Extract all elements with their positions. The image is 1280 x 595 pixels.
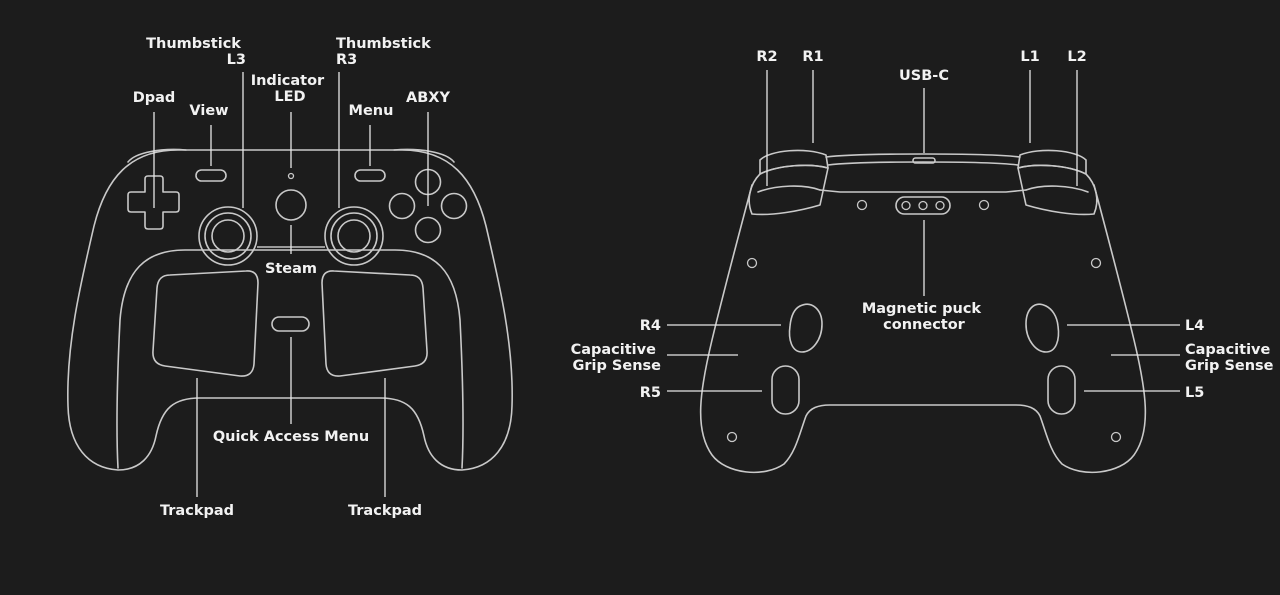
left-thumbstick-outer [198, 206, 258, 266]
view-button [195, 169, 227, 182]
puck-pin-3 [935, 200, 945, 211]
front-body-outline [67, 149, 513, 471]
label-dpad: Dpad [133, 90, 176, 106]
paddle-r4 [788, 303, 823, 353]
paddle-l4 [1025, 303, 1060, 353]
trigger-r2-inner [757, 185, 821, 193]
screw-hole [726, 431, 738, 443]
back-top-inner-edge [827, 161, 1019, 166]
right-thumbstick-ring [330, 212, 378, 260]
screw-hole [746, 257, 758, 269]
label-thumbstick-r3: Thumbstick R3 [336, 36, 436, 68]
puck-pin-2 [918, 200, 928, 211]
paddle-l5 [1047, 365, 1076, 415]
trigger-r2 [748, 164, 829, 216]
front-controller-view: Thumbstick L3 Thumbstick R3 Indicator LE… [67, 36, 513, 519]
face-button-left [388, 192, 416, 220]
back-top-edge [825, 153, 1021, 158]
label-view: View [189, 103, 228, 119]
indicator-led [287, 172, 295, 180]
label-r5: R5 [640, 385, 661, 401]
label-l1: L1 [1020, 49, 1039, 65]
screw-hole [1110, 431, 1122, 443]
dpad-cross [127, 175, 180, 230]
right-thumbstick-outer [324, 206, 384, 266]
label-r1: R1 [802, 49, 823, 65]
label-quick-access-menu: Quick Access Menu [213, 429, 369, 445]
label-r4: R4 [640, 318, 661, 334]
back-body-outline [699, 184, 1147, 474]
quick-access-button [271, 316, 310, 332]
label-l5: L5 [1185, 385, 1204, 401]
magnetic-puck-connector [895, 196, 951, 215]
steam-button [275, 189, 307, 221]
left-thumbstick-inner [211, 219, 245, 253]
back-controller-view: R2 R1 USB-C L1 L2 Magnetic puck connecto… [571, 49, 1275, 474]
label-usb-c: USB-C [899, 68, 949, 84]
label-trackpad-right: Trackpad [348, 503, 422, 519]
label-magnetic-puck-connector: Magnetic puck connector [862, 301, 986, 333]
label-r2: R2 [756, 49, 777, 65]
label-menu: Menu [349, 103, 394, 119]
label-steam: Steam [265, 261, 317, 277]
menu-button [354, 169, 386, 182]
right-trackpad [321, 270, 428, 377]
back-shoulder-line-left [819, 189, 1027, 193]
usb-c-port [912, 157, 936, 164]
trigger-l2-inner [1025, 185, 1089, 193]
paddle-r5 [771, 365, 800, 415]
label-indicator-led: Indicator LED [251, 73, 330, 105]
label-abxy: ABXY [406, 90, 450, 106]
left-trackpad [152, 270, 259, 377]
puck-pin-1 [901, 200, 911, 211]
face-button-right [440, 192, 468, 220]
right-thumbstick-inner [337, 219, 371, 253]
trigger-l2 [1017, 164, 1098, 216]
label-capacitive-grip-right: Capacitive Grip Sense [1185, 342, 1275, 374]
label-trackpad-left: Trackpad [160, 503, 234, 519]
screw-hole [856, 199, 868, 211]
left-thumbstick-ring [204, 212, 252, 260]
screw-hole [978, 199, 990, 211]
label-capacitive-grip-left: Capacitive Grip Sense [571, 342, 662, 374]
face-button-bottom [414, 216, 442, 244]
label-l2: L2 [1067, 49, 1086, 65]
front-inner-panel [116, 249, 464, 469]
label-thumbstick-l3: Thumbstick L3 [146, 36, 246, 68]
label-l4: L4 [1185, 318, 1204, 334]
screw-hole [1090, 257, 1102, 269]
